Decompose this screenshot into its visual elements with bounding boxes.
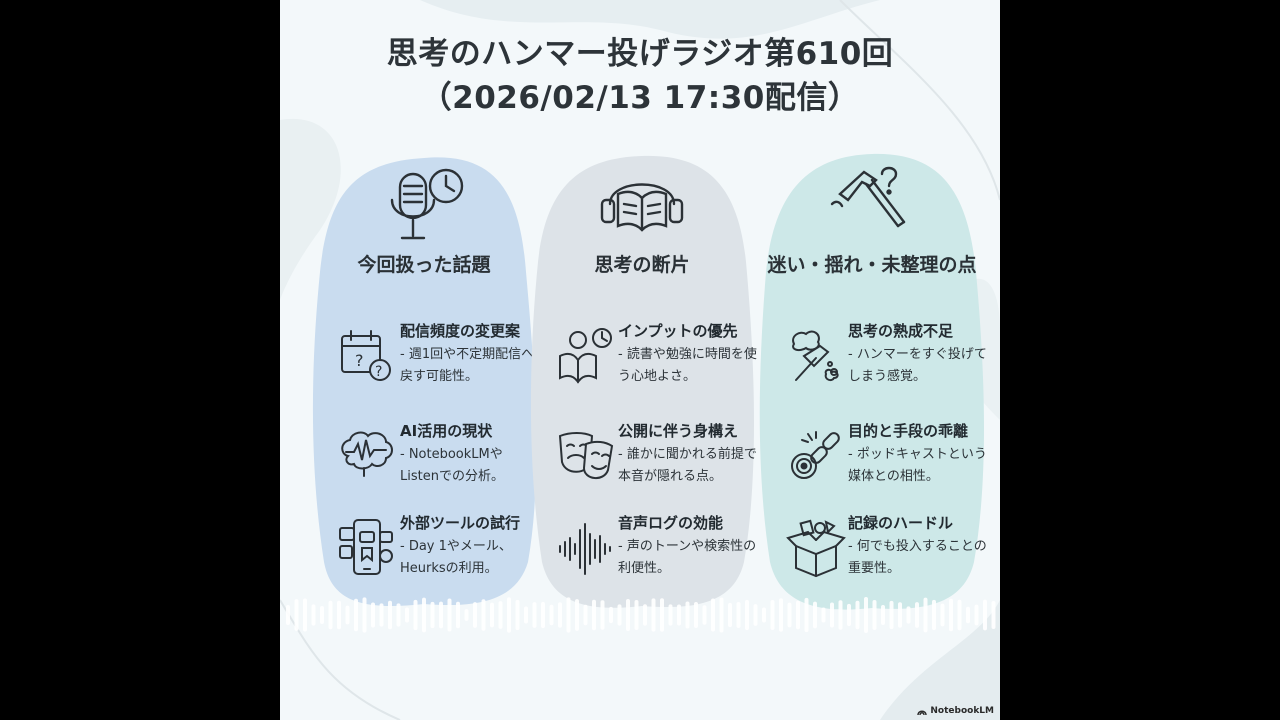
svg-text:?: ? [375, 364, 382, 380]
infographic-poster: 思考のハンマー投げラジオ第610回 （2026/02/13 17:30配信） 今… [280, 0, 1000, 720]
item-description: - ハンマーをすぐ投げてしまう感覚。 [848, 347, 987, 384]
list-item: 公開に伴う身構え - 誰かに聞かれる前提で本音が隠れる点。 [534, 420, 757, 500]
audio-waveform-decoration [286, 597, 996, 633]
calendar-question-icon: ? ? [341, 330, 391, 381]
item-title: 記録のハードル [848, 514, 954, 532]
item-description: - ポッドキャストという媒体との相性。 [848, 447, 987, 484]
svg-text:?: ? [355, 351, 364, 370]
item-description: - 声のトーンや検索性の利便性。 [618, 539, 757, 576]
list-item: インプットの優先 - 読書や勉強に時間を使う心地よさ。 [534, 320, 757, 400]
bg-blob-top [420, 0, 880, 39]
list-item: 音声ログの効能 - 声のトーンや検索性の利便性。 [534, 512, 756, 592]
column-heading: 思考の断片 [594, 254, 690, 276]
list-item: 思考の熟成不足 - ハンマーをすぐ投げてしまう感覚。 [764, 320, 987, 400]
microphone-clock-icon [390, 168, 464, 240]
item-title: 思考の熟成不足 [848, 322, 954, 340]
open-box-icon [786, 519, 846, 578]
item-title: インプットの優先 [618, 322, 738, 340]
item-description: - Day 1やメール、Heurksの利用。 [400, 539, 512, 576]
bg-curve-left [280, 599, 401, 720]
item-description: - NotebookLMやListenでの分析。 [400, 447, 504, 484]
item-description: - 読書や勉強に時間を使う心地よさ。 [618, 347, 757, 384]
item-description: - 何でも投入することの重要性。 [848, 539, 987, 576]
bg-blob-bottom-right [880, 600, 1000, 720]
phone-apps-icon [339, 519, 393, 575]
item-title: 音声ログの効能 [618, 514, 724, 532]
list-item: 目的と手段の乖離 - ポッドキャストという媒体との相性。 [764, 420, 987, 500]
reading-clock-icon [559, 328, 612, 384]
list-item: 記録のハードル - 何でも投入することの重要性。 [764, 512, 987, 592]
theater-masks-icon [558, 432, 614, 479]
item-title: 目的と手段の乖離 [848, 422, 969, 440]
hammer-question-icon [830, 166, 906, 228]
item-title: 公開に伴う身構え [618, 422, 739, 440]
book-headphones-icon [600, 183, 684, 232]
bg-blob-left [280, 118, 341, 301]
column-panel [759, 153, 984, 610]
column-heading: 今回扱った話題 [357, 254, 491, 276]
list-item: AI活用の現状 - NotebookLMやListenでの分析。 [316, 420, 538, 500]
brain-wave-icon [341, 431, 393, 477]
brand-label: NotebookLM [930, 706, 994, 716]
column-thoughts: 思考の断片 インプットの優先 - 読書や勉強に時間を使う心地よさ。 公開に伴う身… [524, 152, 760, 612]
item-title: 外部ツールの試行 [400, 514, 521, 532]
item-title: 配信頻度の変更案 [400, 322, 521, 340]
list-item: 外部ツールの試行 - Day 1やメール、Heurksの利用。 [316, 512, 538, 592]
notebooklm-logo-icon [917, 710, 928, 715]
item-description: - 誰かに聞かれる前提で本音が隠れる点。 [618, 447, 757, 484]
column-topics: 今回扱った話題 ? ? 配信頻度の変更案 - 週1回や不定期配信へ戻す可能性。 … [306, 152, 542, 612]
hammer-thought-icon [792, 330, 839, 382]
item-description: - 週1回や不定期配信へ戻す可能性。 [400, 347, 535, 384]
page-title: 思考のハンマー投げラジオ第610回 [386, 36, 894, 72]
bg-curve-right [839, 0, 1000, 201]
brand-watermark: NotebookLM [917, 706, 994, 716]
page-subtitle: （2026/02/13 17:30配信） [420, 80, 860, 116]
item-title: AI活用の現状 [400, 422, 493, 440]
column-uncertainties: 迷い・揺れ・未整理の点 思考の熟成不足 - ハンマーをすぐ投げてしまう感覚。 目… [754, 152, 990, 612]
broken-chain-target-icon [791, 431, 840, 479]
column-panel [312, 157, 537, 606]
list-item: ? ? 配信頻度の変更案 - 週1回や不定期配信へ戻す可能性。 [316, 320, 538, 400]
sound-wave-icon [559, 523, 611, 575]
column-heading: 迷い・揺れ・未整理の点 [767, 254, 977, 276]
column-panel [530, 155, 754, 608]
